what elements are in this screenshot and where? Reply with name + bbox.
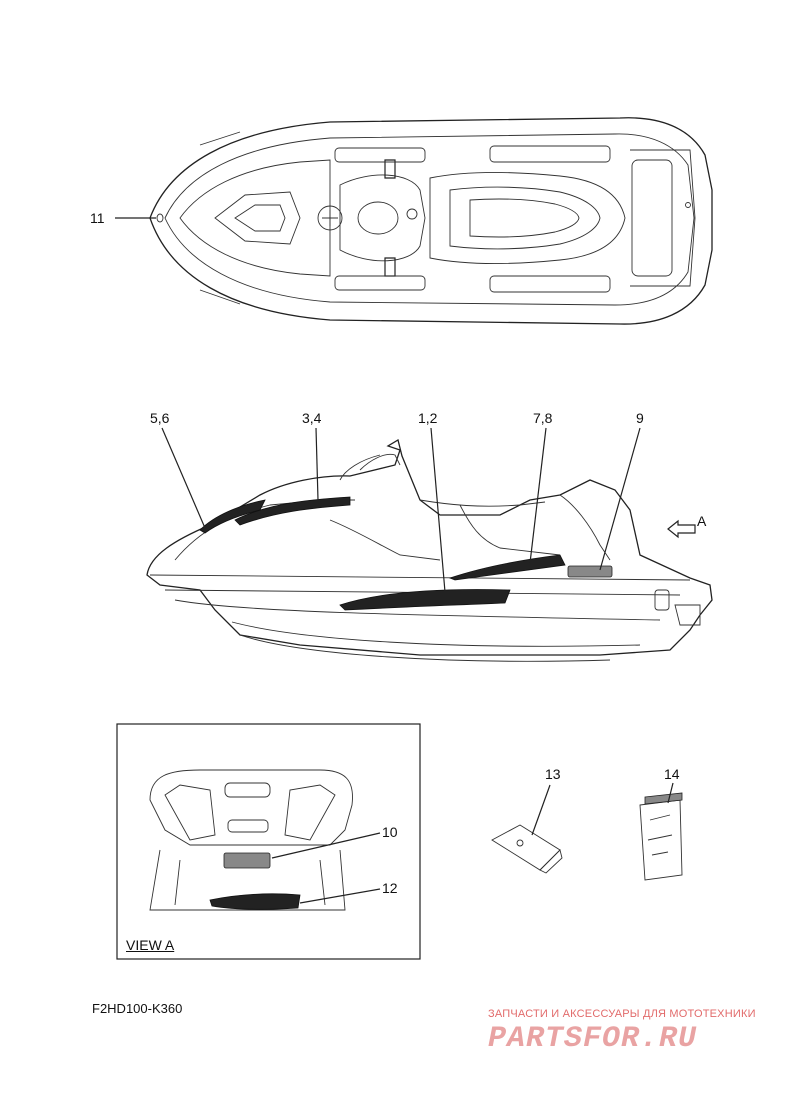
leader-10 <box>271 832 381 859</box>
top-view-watercraft <box>149 117 713 325</box>
callout-7-8: 7,8 <box>533 410 553 426</box>
view-arrow-icon <box>667 519 696 539</box>
callout-11: 11 <box>90 210 105 226</box>
leader-14 <box>667 782 674 804</box>
side-view-watercraft <box>146 438 713 662</box>
callout-1-2: 1,2 <box>418 410 438 426</box>
view-a-rear-drawing <box>149 769 353 911</box>
part-14-decal-sheet <box>639 792 683 881</box>
callout-5-6: 5,6 <box>150 410 170 426</box>
leader-13 <box>531 784 551 836</box>
leader-1-2 <box>430 427 446 593</box>
callout-14: 14 <box>664 766 680 782</box>
view-a-frame <box>116 723 421 960</box>
decal-9-yamaha <box>567 565 613 578</box>
decal-10-yamaha <box>223 852 271 869</box>
callout-13: 13 <box>545 766 561 782</box>
part-13-pouch <box>491 824 563 874</box>
leader-12 <box>299 888 381 904</box>
decal-7-8 <box>448 554 566 581</box>
callout-12: 12 <box>382 880 398 896</box>
watermark-tagline: ЗАПЧАСТИ И АКСЕССУАРЫ ДЛЯ МОТОТЕХНИКИ <box>488 1008 756 1020</box>
leader-5-6 <box>161 427 206 529</box>
decal-3-4 <box>234 496 351 526</box>
diagram-code: F2HD100-K360 <box>92 1001 183 1016</box>
watermark-brand: PARTSFOR.RU <box>488 1022 698 1056</box>
decal-12 <box>209 893 301 910</box>
leader-9 <box>599 427 641 571</box>
callout-3-4: 3,4 <box>302 410 322 426</box>
decal-1-2 <box>339 589 511 611</box>
leader-3-4 <box>315 427 319 501</box>
view-a-label: VIEW A <box>126 937 175 953</box>
callout-9: 9 <box>636 410 644 426</box>
callout-10: 10 <box>382 824 398 840</box>
decal-5-6 <box>199 499 266 534</box>
view-arrow-label: A <box>697 513 707 529</box>
leader-7-8 <box>529 427 547 564</box>
